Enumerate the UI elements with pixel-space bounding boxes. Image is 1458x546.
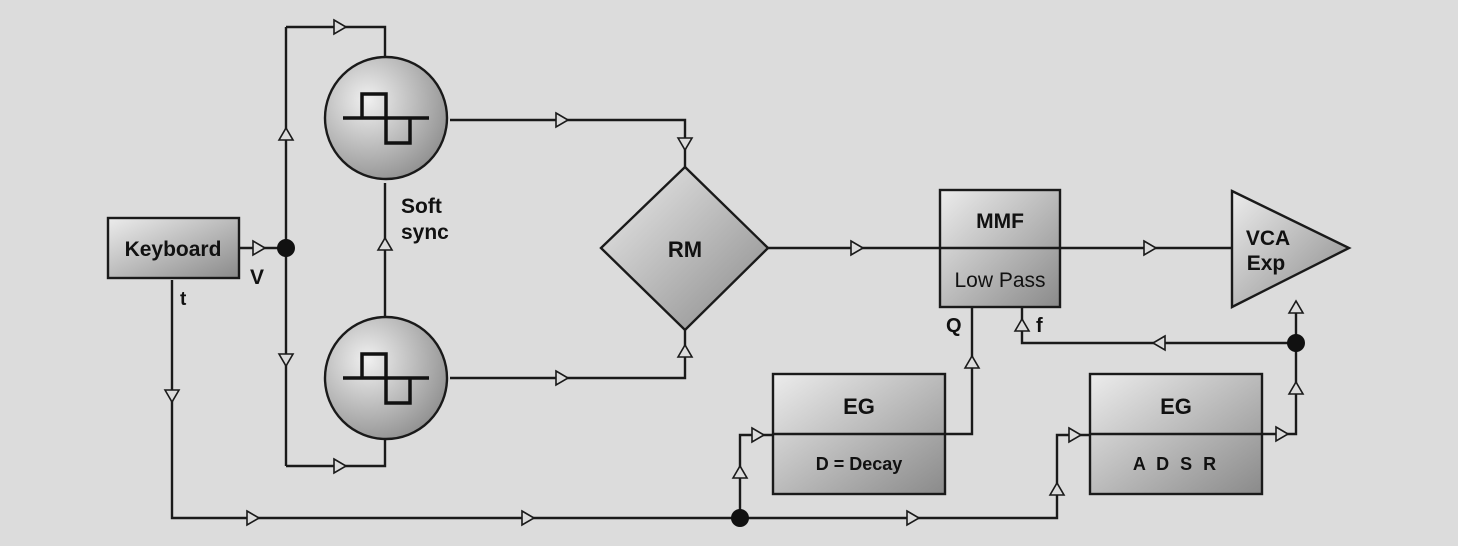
- arrow-down: [163, 389, 181, 404]
- arrow-right: [555, 111, 570, 129]
- arrow-up: [277, 126, 295, 141]
- arrow-down: [277, 353, 295, 368]
- junction-dot: [1287, 334, 1305, 352]
- trigger-label: t: [180, 289, 187, 310]
- envelope-generator-decay-block: EG D = Decay: [771, 372, 947, 496]
- arrow-up: [1013, 317, 1031, 332]
- soft-sync-label-line2: sync: [401, 221, 449, 244]
- square-wave-icon: [343, 92, 429, 145]
- eg1-title: EG: [843, 394, 875, 419]
- q-label: Q: [946, 315, 962, 337]
- arrow-right: [906, 509, 921, 527]
- vca-block: VCA Exp: [1230, 189, 1352, 309]
- oscillator-bottom: [323, 315, 449, 441]
- eg2-subtitle: A D S R: [1133, 454, 1219, 474]
- ring-modulator-block: RM: [599, 165, 770, 332]
- junctions: [277, 239, 1305, 527]
- arrow-right: [252, 239, 267, 257]
- signal-arrows: [163, 18, 1305, 527]
- eg1-subtitle: D = Decay: [816, 454, 903, 474]
- arrow-up: [1048, 481, 1066, 496]
- junction-dot: [731, 509, 749, 527]
- eg2-title: EG: [1160, 394, 1192, 419]
- oscillator-top: [323, 55, 449, 181]
- voltage-label: V: [250, 266, 264, 289]
- arrow-right: [521, 509, 536, 527]
- mmf-subtitle: Low Pass: [954, 269, 1045, 292]
- arrow-up: [376, 236, 394, 251]
- envelope-generator-adsr-block: EG A D S R: [1088, 372, 1264, 496]
- rm-label: RM: [668, 237, 702, 262]
- arrow-right: [1275, 425, 1290, 443]
- keyboard-label: Keyboard: [125, 238, 222, 261]
- arrow-right: [1068, 426, 1083, 444]
- arrow-up: [1287, 299, 1305, 314]
- arrow-up: [731, 464, 749, 479]
- arrow-right: [555, 369, 570, 387]
- f-label: f: [1036, 315, 1043, 337]
- mmf-filter-block: MMF Low Pass: [938, 188, 1062, 309]
- arrow-right: [333, 18, 348, 36]
- arrow-right: [1143, 239, 1158, 257]
- vca-label-line2: Exp: [1247, 252, 1286, 275]
- arrow-right: [850, 239, 865, 257]
- junction-dot: [277, 239, 295, 257]
- soft-sync-label-line1: Soft: [401, 195, 442, 218]
- arrow-right: [751, 426, 766, 444]
- square-wave-icon: [343, 352, 429, 405]
- arrow-left: [1151, 334, 1166, 352]
- vca-label-line1: VCA: [1246, 227, 1290, 250]
- arrow-up: [676, 343, 694, 358]
- keyboard-block: Keyboard: [106, 216, 241, 280]
- arrow-up: [1287, 380, 1305, 395]
- arrow-right: [333, 457, 348, 475]
- arrow-right: [246, 509, 261, 527]
- arrow-down: [676, 137, 694, 152]
- mmf-title: MMF: [976, 210, 1024, 233]
- arrow-up: [963, 354, 981, 369]
